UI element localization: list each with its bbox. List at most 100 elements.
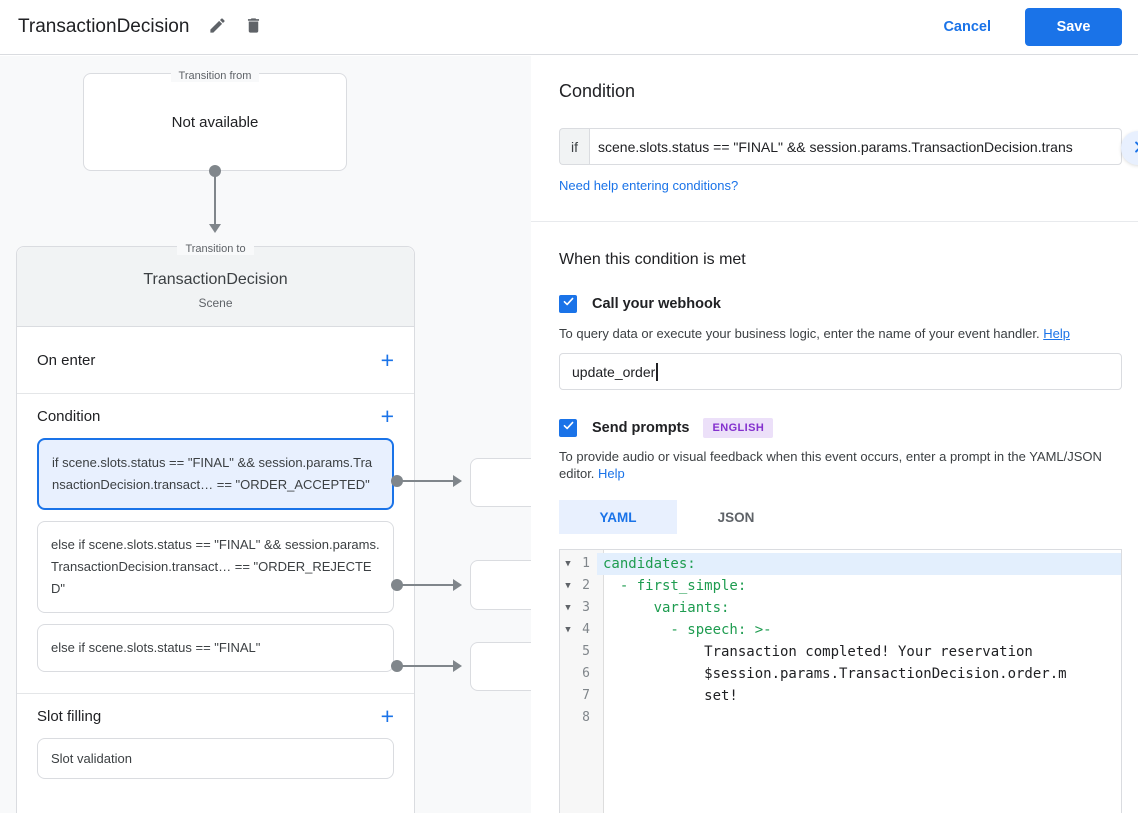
editor-line: 7 set! [560,685,1121,707]
panel-title: Condition [559,80,636,101]
editor-lines: ▼ 1 candidates: ▼ 2 - first_simple: ▼ 3 … [560,550,1121,729]
connector-line [214,171,216,225]
line-number: 4 [582,622,590,637]
fold-spacer [560,685,576,707]
condition-expression-input[interactable]: scene.slots.status == "FINAL" && session… [589,128,1122,165]
editor-line: 5 Transaction completed! Your reservatio… [560,641,1121,663]
check-icon [562,295,575,313]
line-number: 2 [582,578,590,593]
transition-target-box[interactable] [470,560,531,610]
send-prompts-row: Send prompts ENGLISH [559,418,1122,438]
event-handler-input[interactable]: update_order [559,353,1122,390]
line-number: 1 [582,556,590,571]
condition-help-link[interactable]: Need help entering conditions? [559,178,739,193]
panel-title-row: Condition [559,80,1122,102]
condition-expression-row: if scene.slots.status == "FINAL" && sess… [559,128,1122,165]
on-enter-label: On enter [37,351,96,369]
add-slot-button[interactable]: + [380,702,394,729]
editor-line: 6 $session.params.TransactionDecision.or… [560,663,1121,685]
yaml-editor[interactable]: ▼ 1 candidates: ▼ 2 - first_simple: ▼ 3 … [559,549,1122,813]
transition-target-box[interactable] [470,642,531,691]
line-number: 3 [582,600,590,615]
divider [17,693,414,694]
fold-icon[interactable]: ▼ [565,581,571,591]
text-cursor [656,362,658,381]
edit-title-button[interactable] [199,9,235,45]
code-text: set! [603,688,738,704]
tab-json[interactable]: JSON [717,509,755,525]
delete-scene-button[interactable] [235,9,271,45]
connector-line [397,480,453,482]
webhook-description-text: To query data or execute your business l… [559,326,1040,341]
page-title: TransactionDecision [18,16,190,37]
webhook-description: To query data or execute your business l… [559,325,1111,342]
line-number: 6 [582,666,590,681]
connector-line [397,665,453,667]
scene-graph-canvas: Transition from Not available Transition… [0,56,531,813]
save-button[interactable]: Save [1025,8,1122,46]
send-prompts-label: Send prompts [592,420,690,436]
connector-line [397,584,453,586]
transition-target-box[interactable] [470,458,531,507]
trash-icon [244,16,263,38]
if-prefix: if [559,128,589,165]
line-number: 8 [582,710,590,725]
condition-editor-panel: Condition if scene.slots.status == "FINA… [531,56,1138,813]
code-text: - speech: >- [603,622,772,638]
check-icon [562,419,575,437]
call-webhook-label: Call your webhook [592,296,721,312]
arrow-down-icon [209,224,221,233]
scene-card-header[interactable]: TransactionDecision Scene [17,247,414,327]
fold-spacer [560,641,576,663]
condition-card-rejected[interactable]: else if scene.slots.status == "FINAL" &&… [37,521,394,613]
code-text: $session.params.TransactionDecision.orde… [603,666,1067,682]
call-webhook-checkbox[interactable] [559,295,577,313]
prompts-description: To provide audio or visual feedback when… [559,448,1111,482]
condition-card-accepted[interactable]: if scene.slots.status == "FINAL" && sess… [37,438,394,510]
arrow-right-icon [453,660,462,672]
pencil-icon [208,16,227,38]
code-text: candidates: [597,553,1121,575]
fold-spacer [560,707,576,729]
scene-name: TransactionDecision [143,271,288,288]
cancel-button[interactable]: Cancel [943,19,991,35]
fold-icon[interactable]: ▼ [565,603,571,613]
editor-gutter [560,550,604,813]
code-text: Transaction completed! Your reservation [603,644,1033,660]
add-condition-button[interactable]: + [380,402,394,429]
editor-line: ▼ 4 - speech: >- [560,619,1121,641]
code-text [597,707,1121,729]
editor-line: ▼ 2 - first_simple: [560,575,1121,597]
slot-filling-label: Slot filling [37,707,102,725]
fold-icon[interactable]: ▼ [565,559,571,569]
scene-type-label: Scene [198,296,233,310]
transition-to-card: Transition to TransactionDecision Scene … [16,243,415,813]
prompts-description-text: To provide audio or visual feedback when… [559,449,1102,481]
call-webhook-row: Call your webhook [559,295,1122,313]
condition-card-final[interactable]: else if scene.slots.status == "FINAL" [37,624,394,672]
slot-filling-section-header: Slot filling + [17,694,414,738]
tab-yaml[interactable]: YAML [559,500,677,534]
webhook-help-link[interactable]: Help [1043,326,1070,341]
send-prompts-checkbox[interactable] [559,419,577,437]
slot-validation-card[interactable]: Slot validation [37,738,394,779]
fold-icon[interactable]: ▼ [565,625,571,635]
fold-spacer [560,663,576,685]
prompts-help-link[interactable]: Help [598,466,625,481]
chevron-right-icon [1129,138,1138,159]
code-text: variants: [603,600,730,616]
on-enter-section: On enter + [17,327,414,394]
editor-tabs: YAML JSON [559,500,1122,534]
line-number: 5 [582,644,590,659]
collapse-panel-button[interactable] [1121,131,1138,165]
code-text: - first_simple: [603,578,747,594]
divider [531,221,1138,222]
top-bar: TransactionDecision Cancel Save [0,0,1138,55]
editor-line: ▼ 1 candidates: [560,553,1121,575]
editor-line: 8 [560,707,1121,729]
transition-from-box: Transition from Not available [83,70,347,171]
when-condition-met-title: When this condition is met [559,251,746,268]
arrow-right-icon [453,579,462,591]
add-on-enter-button[interactable]: + [380,346,394,373]
